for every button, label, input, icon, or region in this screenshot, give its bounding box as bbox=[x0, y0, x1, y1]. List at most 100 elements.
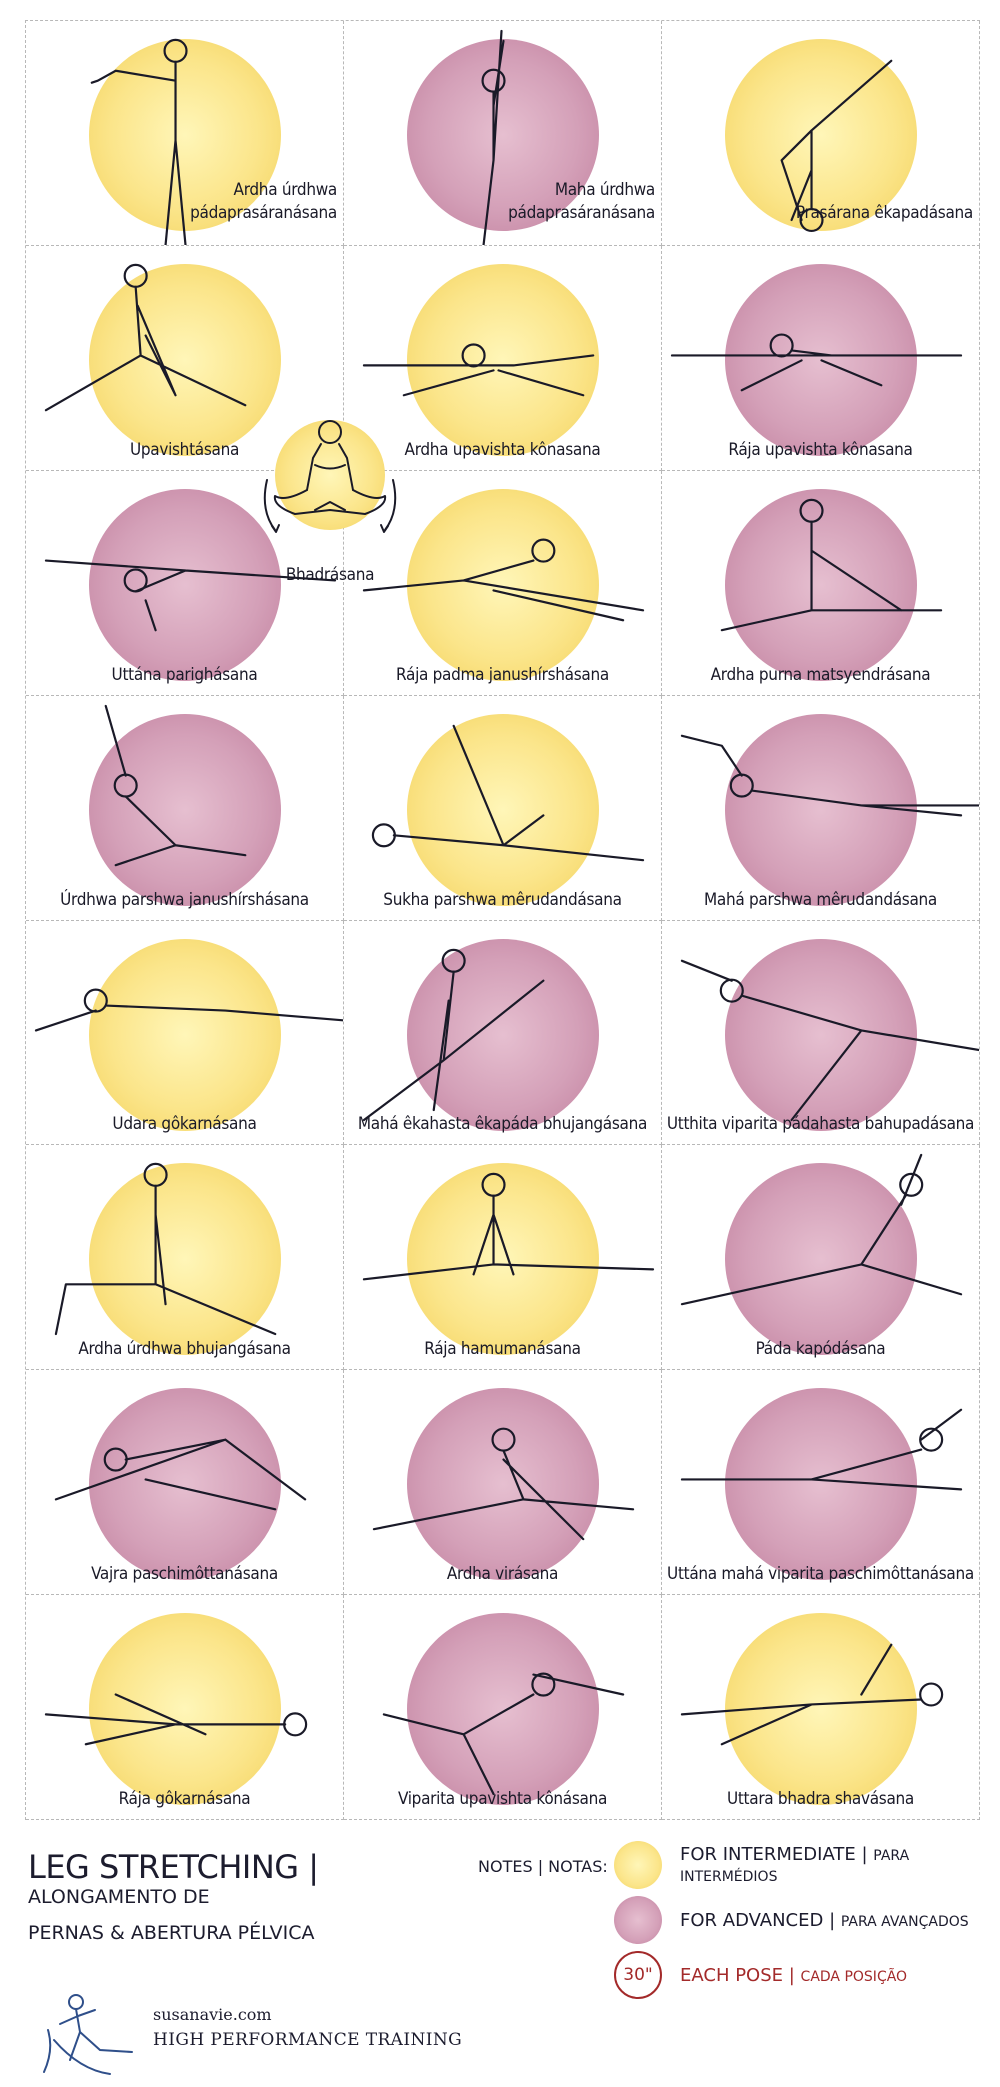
pose-card: Uttara bhadra shavásana bbox=[662, 1595, 980, 1820]
intermediate-circle bbox=[88, 938, 281, 1131]
advanced-circle bbox=[88, 488, 281, 681]
legend-advanced-text: FOR ADVANCED | PARA AVANÇADOS bbox=[680, 1909, 969, 1931]
pose-label: Upavishtásana bbox=[129, 439, 240, 460]
poster-title: LEG STRETCHING | ALONGAMENTO DE PERNAS &… bbox=[28, 1848, 458, 1944]
pose-figure bbox=[90, 38, 188, 245]
pose-card: Úrdhwa parshwa janushírshásana bbox=[26, 695, 344, 921]
legend-timer: 30" EACH POSE | CADA POSIÇÃO bbox=[614, 1950, 907, 2000]
advanced-circle bbox=[724, 713, 917, 906]
pose-figure bbox=[680, 959, 979, 1121]
pose-card: Mahá êkahasta êkapáda bhujangásana bbox=[344, 920, 662, 1146]
brand-text: susanavie.com HIGH PERFORMANCE TRAINING bbox=[153, 2005, 462, 2050]
pose-label: Rája upavishta kônasana bbox=[728, 439, 913, 460]
pose-figure bbox=[104, 704, 247, 866]
title-sub-2: PERNAS & ABERTURA PÉLVICA bbox=[28, 1922, 315, 1944]
brand-tagline: HIGH PERFORMANCE TRAINING bbox=[153, 2030, 463, 2050]
pose-label: Úrdhwa parshwa janushírshásana bbox=[60, 889, 309, 910]
advanced-circle bbox=[406, 1388, 599, 1581]
pose-label: Mahá êkahasta êkapáda bhujangásana bbox=[357, 1114, 648, 1135]
pose-label: Uttara bhadra shavásana bbox=[726, 1789, 915, 1809]
pose-figure bbox=[680, 734, 979, 817]
dancer-logo-icon bbox=[43, 1994, 133, 2075]
pose-card: Rája hamumanásana bbox=[344, 1145, 662, 1371]
pose-label: Uttána mahá viparita paschimôttanásana bbox=[667, 1564, 974, 1585]
pose-label: Viparita upavishta kônásana bbox=[397, 1789, 608, 1809]
brand-url: susanavie.com bbox=[153, 2005, 272, 2024]
title-main: LEG STRETCHING | bbox=[28, 1848, 319, 1886]
advanced-circle bbox=[724, 1163, 917, 1356]
pose-figure bbox=[372, 1427, 635, 1541]
pose-label: Rája hamumanásana bbox=[424, 1339, 581, 1360]
advanced-circle-icon bbox=[614, 1896, 662, 1944]
pose-figure bbox=[44, 559, 337, 632]
pose-label: Ardha upavishta kônasana bbox=[404, 439, 601, 460]
advanced-circle bbox=[406, 39, 599, 231]
intermediate-circle bbox=[406, 1163, 599, 1356]
pose-label: Bhadrásana bbox=[285, 565, 375, 585]
pose-figure bbox=[44, 263, 247, 412]
pose-label: Maha úrdhwa pádaprasáranásana bbox=[508, 180, 655, 223]
pose-card: Prasárana êkapadásana bbox=[662, 21, 980, 246]
pose-figure bbox=[362, 1173, 655, 1281]
pose-card: Ardha purna matsyendrásana bbox=[662, 470, 980, 696]
intermediate-circle bbox=[406, 263, 599, 456]
pose-figure bbox=[382, 1672, 625, 1796]
pose-card: Ardha virásana bbox=[344, 1370, 662, 1596]
pose-label: Rája gôkarnásana bbox=[118, 1789, 251, 1809]
intermediate-circle bbox=[275, 420, 385, 530]
pose-figure bbox=[481, 29, 506, 245]
pose-figure bbox=[362, 948, 545, 1121]
pose-label: Prasárana êkapadásana bbox=[795, 202, 973, 223]
bhadrasana-figure bbox=[263, 420, 397, 533]
advanced-circle bbox=[406, 938, 599, 1131]
intermediate-circle-icon bbox=[614, 1841, 662, 1889]
pose-figure bbox=[720, 498, 943, 632]
pose-card: Mahá parshwa mêrudandásana bbox=[662, 695, 980, 921]
pose-label: Utthita viparita pádahasta bahupadásana bbox=[666, 1114, 975, 1135]
legend-intermediate-text: FOR INTERMEDIATE | PARA INTERMÉDIOS bbox=[680, 1844, 910, 1885]
pose-figure bbox=[54, 1438, 307, 1511]
pose-card: Udara gôkarnásana bbox=[26, 920, 344, 1146]
bhadrasana-pose: Bhadrásana bbox=[255, 410, 405, 585]
pose-figure bbox=[780, 59, 893, 233]
pose-figure bbox=[44, 1693, 308, 1746]
pose-card: Maha úrdhwa pádaprasáranásana bbox=[344, 21, 662, 246]
timer-badge: 30" bbox=[614, 1951, 662, 1999]
pose-figure bbox=[362, 343, 595, 397]
advanced-circle bbox=[88, 1388, 281, 1581]
pose-card: Rája gôkarnásana bbox=[26, 1595, 344, 1820]
pose-label: Vajra paschimôttanásana bbox=[91, 1564, 278, 1585]
pose-figure bbox=[670, 333, 963, 392]
legend-advanced: FOR ADVANCED | PARA AVANÇADOS bbox=[614, 1895, 969, 1945]
pose-label: Udara gôkarnásana bbox=[112, 1114, 257, 1135]
pose-figure bbox=[54, 1163, 277, 1336]
pose-card: Viparita upavishta kônásana bbox=[344, 1595, 662, 1820]
pose-card: Ardha upavishta kônasana bbox=[344, 245, 662, 471]
title-sub-1: ALONGAMENTO DE bbox=[28, 1886, 210, 1908]
advanced-circle bbox=[406, 1613, 599, 1806]
advanced-circle bbox=[724, 488, 917, 681]
pose-card: Utthita viparita pádahasta bahupadásana bbox=[662, 920, 980, 1146]
pose-card: Rája upavishta kônasana bbox=[662, 245, 980, 471]
notes-label: NOTES | NOTAS: bbox=[478, 1857, 608, 1876]
pose-card: Sukha parshwa mêrudandásana bbox=[344, 695, 662, 921]
pose-card: Ardha úrdhwa bhujangásana bbox=[26, 1145, 344, 1371]
pose-card: Uttána mahá viparita paschimôttanásana bbox=[662, 1370, 980, 1596]
pose-card: Rája padma janushírshásana bbox=[344, 470, 662, 696]
pose-label: Páda kapódásana bbox=[755, 1339, 886, 1360]
pose-figure bbox=[680, 1408, 963, 1491]
intermediate-circle bbox=[406, 713, 599, 906]
pose-label: Ardha úrdhwa bhujangásana bbox=[78, 1339, 291, 1360]
pose-figure bbox=[34, 988, 343, 1032]
pose-card: Páda kapódásana bbox=[662, 1145, 980, 1371]
pose-figure bbox=[371, 724, 645, 861]
advanced-circle bbox=[88, 713, 281, 906]
pose-label: Mahá parshwa mêrudandásana bbox=[703, 889, 938, 910]
pose-figure bbox=[680, 1643, 944, 1746]
pose-figure bbox=[680, 1154, 963, 1306]
pose-card: Vajra paschimôttanásana bbox=[26, 1370, 344, 1596]
intermediate-circle bbox=[724, 39, 917, 231]
pose-label: Uttána parighásana bbox=[111, 664, 258, 685]
pose-card: Uttána parighásana bbox=[26, 470, 344, 696]
